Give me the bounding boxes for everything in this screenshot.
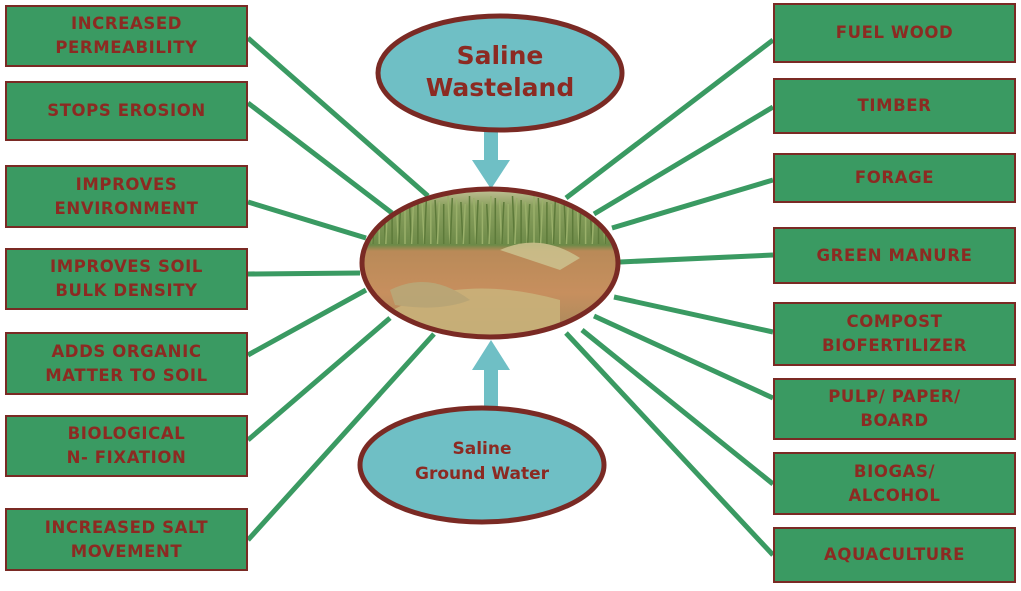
left-box-label: IMPROVES SOIL BULK DENSITY [50, 257, 203, 300]
connector-left-7 [246, 332, 436, 542]
connector-left-1 [246, 36, 430, 198]
right-box-label: COMPOST BIOFERTILIZER [821, 312, 968, 355]
right-box-8: AQUACULTURE [773, 527, 1016, 583]
up-arrow [472, 340, 510, 412]
connector-right-3 [611, 177, 774, 231]
left-box-label: INCREASED PERMEABILITY [55, 14, 198, 57]
left-box-2: STOPS EROSION [5, 81, 248, 141]
right-box-1: FUEL WOOD [773, 3, 1016, 63]
connector-left-3 [247, 199, 367, 241]
saline-wasteland-oval [375, 13, 625, 133]
center-oval-border [359, 186, 621, 340]
connector-left-2 [246, 101, 394, 215]
connector-right-6 [592, 313, 775, 401]
connector-right-4 [619, 252, 774, 265]
right-box-label: AQUACULTURE [824, 545, 965, 564]
left-box-7: INCREASED SALT MOVEMENT [5, 508, 248, 571]
connector-right-2 [592, 104, 775, 217]
right-box-label: PULP/ PAPER/ BOARD [828, 387, 961, 430]
left-box-label: ADDS ORGANIC MATTER TO SOIL [45, 341, 208, 385]
left-box-6: BIOLOGICAL N- FIXATION [5, 415, 248, 477]
connector-right-5 [613, 294, 774, 335]
left-box-4: IMPROVES SOIL BULK DENSITY [5, 248, 248, 310]
left-box-label: IMPROVES ENVIRONMENT [54, 174, 199, 218]
saline-wasteland-label: Saline Wasteland [425, 41, 575, 102]
left-box-label: STOPS EROSION [47, 101, 206, 120]
right-box-label: FORAGE [854, 168, 935, 187]
right-box-3: FORAGE [773, 153, 1016, 203]
connector-left-4 [247, 270, 361, 277]
right-box-label: BIOGAS/ ALCOHOL [848, 461, 941, 505]
right-box-4: GREEN MANURE [773, 227, 1016, 284]
saline-ground-water-oval [357, 405, 607, 525]
down-arrow [472, 132, 510, 189]
connector-right-8 [564, 331, 775, 557]
right-box-label: GREEN MANURE [816, 245, 973, 265]
connector-right-7 [580, 328, 775, 486]
right-box-label: FUEL WOOD [835, 23, 954, 42]
right-box-6: PULP/ PAPER/ BOARD [773, 378, 1016, 440]
left-box-label: BIOLOGICAL N- FIXATION [66, 424, 187, 467]
right-box-label: TIMBER [857, 96, 932, 115]
saline-ground-water-label: Saline Ground Water [415, 439, 549, 484]
right-box-5: COMPOST BIOFERTILIZER [773, 302, 1016, 366]
connector-lines [246, 36, 775, 557]
connector-right-1 [564, 38, 775, 200]
right-box-2: TIMBER [773, 78, 1016, 134]
right-box-7: BIOGAS/ ALCOHOL [773, 452, 1016, 515]
left-box-3: IMPROVES ENVIRONMENT [5, 165, 248, 228]
connector-left-5 [246, 287, 368, 358]
grass-field-photo [362, 189, 618, 337]
left-box-1: INCREASED PERMEABILITY [5, 5, 248, 67]
left-box-5: ADDS ORGANIC MATTER TO SOIL [5, 332, 248, 395]
left-box-label: INCREASED SALT MOVEMENT [44, 517, 209, 561]
connector-left-6 [246, 316, 392, 442]
